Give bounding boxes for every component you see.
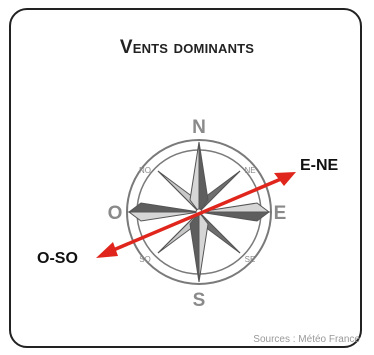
- northeast-label: NE: [244, 166, 255, 175]
- south-label: S: [193, 290, 206, 311]
- southwest-label: SO: [139, 255, 151, 264]
- west-label: O: [108, 203, 123, 224]
- wind-east-label: E-NE: [300, 157, 339, 174]
- wind-west-label: O-SO: [37, 250, 78, 267]
- northwest-label: NO: [139, 166, 151, 175]
- southeast-label: SE: [245, 255, 256, 264]
- source-note: Sources : Météo France: [253, 334, 360, 345]
- north-label: N: [192, 117, 206, 138]
- wind-arrow-head-west: [96, 242, 118, 258]
- east-label: E: [274, 203, 287, 224]
